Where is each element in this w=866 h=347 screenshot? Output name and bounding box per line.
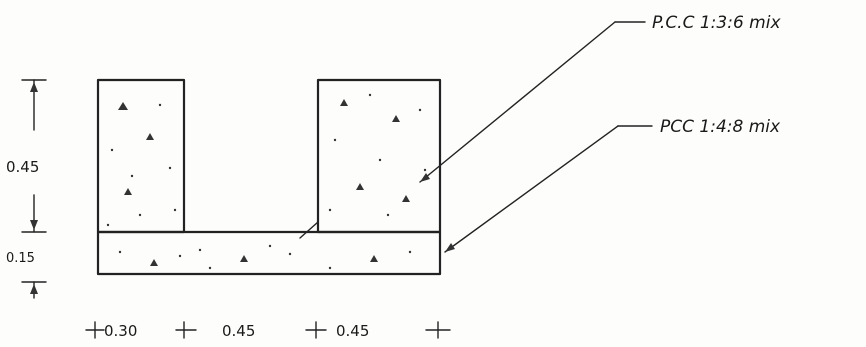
top-note-leader bbox=[419, 21, 646, 183]
base-note-label: PCC 1:4:8 mix bbox=[660, 117, 781, 137]
dim-width-left: 0.30 bbox=[104, 322, 137, 340]
aggregate-texture bbox=[106, 93, 427, 270]
left-block bbox=[96, 78, 186, 234]
right-block bbox=[316, 78, 442, 234]
dim-height-upper: 0.45 bbox=[6, 158, 39, 176]
top-note-label: P.C.C 1:3:6 mix bbox=[652, 13, 781, 33]
vertical-dimension bbox=[21, 79, 47, 299]
base-note-leader bbox=[444, 125, 653, 253]
base-slab bbox=[96, 230, 442, 276]
horizontal-dimension bbox=[85, 321, 451, 339]
dim-width-middle: 0.45 bbox=[222, 322, 255, 340]
dim-width-right: 0.45 bbox=[336, 322, 369, 340]
joint-leader bbox=[299, 221, 319, 239]
dim-height-lower: 0.15 bbox=[6, 251, 35, 266]
